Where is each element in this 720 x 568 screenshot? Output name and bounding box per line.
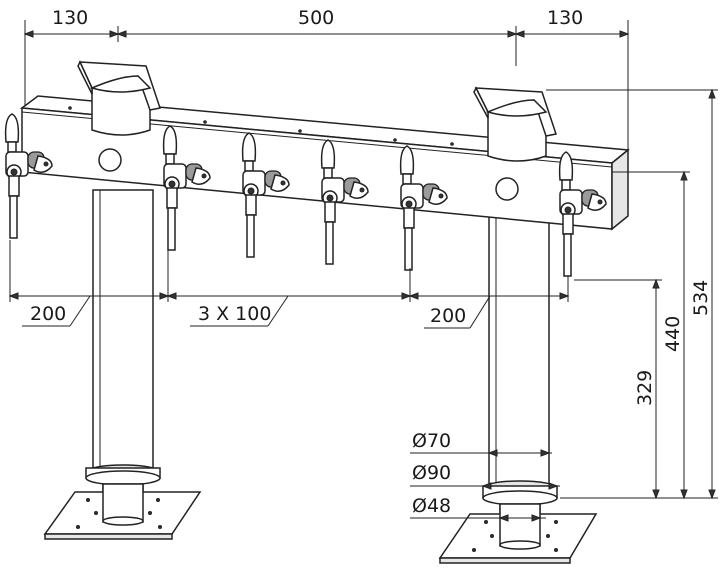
dim-height-total: 534	[690, 280, 712, 316]
tap-4	[320, 139, 369, 265]
tap-spacing-dimension-lines	[8, 240, 570, 329]
left-top-cover	[77, 60, 161, 136]
top-dimension-lines	[23, 20, 630, 150]
right-top-cover	[473, 86, 557, 162]
dim-top-left-overhang: 130	[52, 7, 88, 29]
left-column	[43, 189, 202, 540]
tap-2	[162, 125, 211, 251]
right-column	[438, 214, 598, 564]
tap-3	[241, 132, 290, 258]
dim-tap-spacing: 3 X 100	[198, 303, 271, 325]
dim-tap-right-offset: 200	[430, 305, 466, 327]
tap-1	[4, 113, 53, 239]
dim-height-bar-bottom: 440	[662, 316, 684, 352]
height-dimension-lines	[546, 88, 718, 500]
dim-top-right-overhang: 130	[547, 7, 583, 29]
dim-diameter-column: Ø70	[412, 430, 451, 452]
dim-diameter-collar: Ø90	[412, 462, 451, 484]
dim-height-tap-outlet: 329	[634, 370, 656, 406]
diameter-dimension-lines	[410, 448, 560, 522]
tap-5	[399, 145, 448, 271]
dim-diameter-base-tube: Ø48	[412, 495, 451, 517]
dim-top-center-span: 500	[298, 7, 334, 29]
dim-tap-left-offset: 200	[30, 303, 66, 325]
